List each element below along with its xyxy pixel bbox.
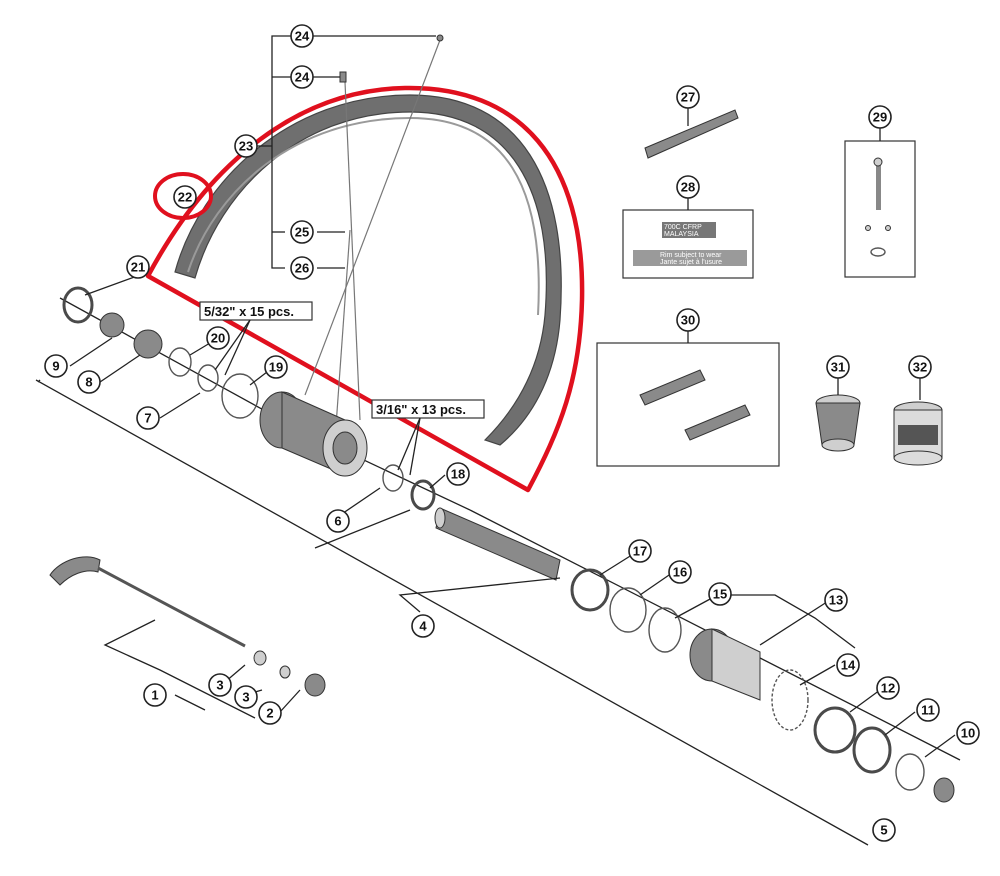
svg-text:24: 24	[295, 29, 310, 44]
callout-22: 22	[173, 185, 197, 209]
callout-27: 27	[676, 85, 700, 109]
svg-text:6: 6	[334, 514, 341, 529]
callout-17: 17	[628, 539, 652, 563]
svg-text:1: 1	[151, 688, 158, 703]
callout-4: 4	[411, 614, 435, 638]
svg-text:4: 4	[419, 619, 427, 634]
svg-text:3: 3	[242, 690, 249, 705]
callout-30: 30	[676, 308, 700, 332]
svg-text:23: 23	[239, 139, 253, 154]
callout-26: 26	[290, 256, 314, 280]
svg-text:7: 7	[144, 411, 151, 426]
svg-text:19: 19	[269, 360, 283, 375]
callout-8: 8	[77, 370, 101, 394]
svg-text:29: 29	[873, 110, 887, 125]
axle	[434, 507, 561, 581]
svg-text:5: 5	[880, 823, 887, 838]
main-axis-lines	[35, 297, 961, 846]
svg-text:27: 27	[681, 90, 695, 105]
sticker-line4: Jante sujet à l'usure	[660, 259, 722, 266]
svg-text:28: 28	[681, 180, 695, 195]
callout-24-a: 24	[290, 24, 314, 48]
svg-text:32: 32	[913, 360, 927, 375]
svg-text:10: 10	[961, 726, 975, 741]
cassette-spacer	[815, 378, 861, 452]
brake-pads-box	[596, 331, 780, 467]
callout-19: 19	[264, 355, 288, 379]
callout-15: 15	[708, 582, 732, 606]
leader-lines	[37, 274, 956, 758]
callout-3-b: 3	[234, 685, 258, 709]
callout-7: 7	[136, 406, 160, 430]
callout-32: 32	[908, 355, 932, 379]
callout-6: 6	[326, 509, 350, 533]
callout-23: 23	[234, 134, 258, 158]
svg-text:20: 20	[211, 331, 225, 346]
svg-text:18: 18	[451, 467, 465, 482]
callout-28: 28	[676, 175, 700, 199]
quick-release	[49, 556, 326, 697]
callout-10: 10	[956, 721, 980, 745]
callout-13: 13	[824, 588, 848, 612]
grease-can	[893, 378, 943, 466]
hub-right-parts	[382, 464, 436, 511]
callout-11: 11	[916, 698, 940, 722]
svg-text:30: 30	[681, 313, 695, 328]
svg-text:9: 9	[52, 359, 59, 374]
svg-text:2: 2	[266, 706, 273, 721]
callout-18: 18	[446, 462, 470, 486]
callout-5: 5	[872, 818, 896, 842]
svg-text:12: 12	[881, 681, 895, 696]
callout-9: 9	[44, 354, 68, 378]
svg-text:31: 31	[831, 360, 845, 375]
callout-14: 14	[836, 653, 860, 677]
svg-text:16: 16	[673, 565, 687, 580]
callout-21: 21	[126, 255, 150, 279]
qty-text-right: 3/16" x 13 pcs.	[376, 402, 466, 417]
svg-text:13: 13	[829, 593, 843, 608]
callout-20: 20	[206, 326, 230, 350]
highlight-circle	[153, 172, 213, 220]
svg-text:21: 21	[131, 260, 145, 275]
svg-text:14: 14	[841, 658, 856, 673]
svg-text:17: 17	[633, 544, 647, 559]
qty-text-left: 5/32" x 15 pcs.	[204, 304, 294, 319]
hub-left-parts	[62, 286, 259, 419]
svg-text:25: 25	[295, 225, 309, 240]
callout-1: 1	[143, 683, 167, 707]
qty-label-left: 5/32" x 15 pcs.	[199, 301, 313, 376]
hub-shell	[259, 391, 368, 477]
callout-3-a: 3	[208, 673, 232, 697]
callout-2: 2	[258, 701, 282, 725]
sticker-line3: Rim subject to wear	[660, 252, 722, 259]
svg-text:24: 24	[295, 70, 310, 85]
svg-text:8: 8	[85, 375, 92, 390]
callout-31: 31	[826, 355, 850, 379]
qty-label-right: 3/16" x 13 pcs.	[371, 399, 485, 476]
freehub-parts	[570, 568, 955, 803]
callout-16: 16	[668, 560, 692, 584]
svg-text:3: 3	[216, 678, 223, 693]
sticker-box: 700C CFRP MALAYSIA Rim subject to wear J…	[622, 198, 754, 279]
svg-text:22: 22	[178, 190, 192, 205]
svg-text:15: 15	[713, 587, 727, 602]
callout-25: 25	[290, 220, 314, 244]
sticker-line2: MALAYSIA	[664, 231, 699, 238]
callout-12: 12	[876, 676, 900, 700]
spoke-wrench	[644, 108, 739, 159]
callout-24-b: 24	[290, 65, 314, 89]
svg-text:11: 11	[921, 703, 935, 718]
sticker-line1: 700C CFRP	[664, 224, 702, 231]
valve-box	[844, 128, 916, 278]
callout-29: 29	[868, 105, 892, 129]
svg-text:26: 26	[295, 261, 309, 276]
